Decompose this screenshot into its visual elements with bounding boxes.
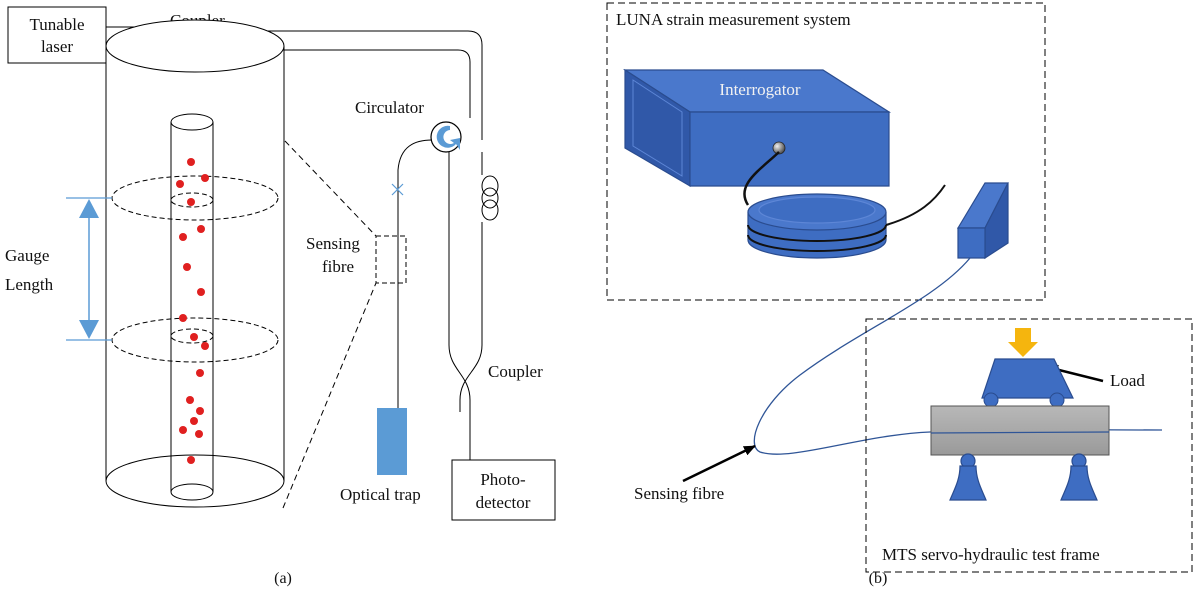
detector-label-line1: Photo- [480,470,526,489]
load-arrow-icon [1008,328,1038,357]
support-right [1060,453,1098,501]
optical-trap [377,408,407,475]
sensing-region-box [375,235,407,284]
caption-b: (b) [869,570,888,587]
laser-label-line1: Tunable [29,15,84,34]
sensing-label-line2: fibre [322,257,354,276]
sensor-dots [176,158,209,464]
gauge-label-line1: Gauge [5,246,49,265]
photodetector-box [451,459,556,521]
laser-label-line2: laser [41,37,73,56]
test-specimen [930,405,1110,456]
circulator-fibres [397,139,483,460]
panel-a: Tunable laser Coupler Circulator [5,6,556,587]
interrogator-label: Interrogator [719,80,801,99]
spool-windings [747,184,946,252]
interrogator-cable [743,151,780,206]
circulator-arrow-icon [436,125,460,150]
panel-b: LUNA strain measurement system Interroga… [606,2,1193,587]
mts-frame-box [865,318,1193,573]
mts-title: MTS servo-hydraulic test frame [882,545,1100,564]
interrogator-device [622,68,892,188]
circulator [430,121,462,153]
sensing-fibre-label: Sensing fibre [634,484,724,503]
sensing-fibre-pointer [682,444,756,483]
load-label: Load [1110,371,1145,390]
fibre-connector [956,182,1009,260]
sensing-label-line1: Sensing [306,234,360,253]
tunable-laser-box [7,6,107,64]
interrogator-port-icon [772,141,786,155]
cylinder-specimen [105,19,285,508]
optical-trap-label: Optical trap [340,485,421,504]
top-roller-left [983,392,999,408]
luna-title: LUNA strain measurement system [616,10,851,29]
caption-a: (a) [274,570,292,587]
top-roller-right [1049,392,1065,408]
loading-head [981,358,1074,399]
fibre-coil-icon [481,175,499,221]
zoom-lines [282,140,377,509]
bottom-coupler-label: Coupler [488,362,543,381]
luna-system-box [606,2,1046,301]
support-left [949,453,987,501]
gauge-length-arrow [66,197,112,341]
circulator-label: Circulator [355,98,424,117]
gauge-label-line2: Length [5,275,54,294]
detector-label-line2: detector [476,493,531,512]
fibre-break-mark [391,183,404,196]
embedded-fibre [930,431,1110,434]
fibre-spool [747,193,887,259]
